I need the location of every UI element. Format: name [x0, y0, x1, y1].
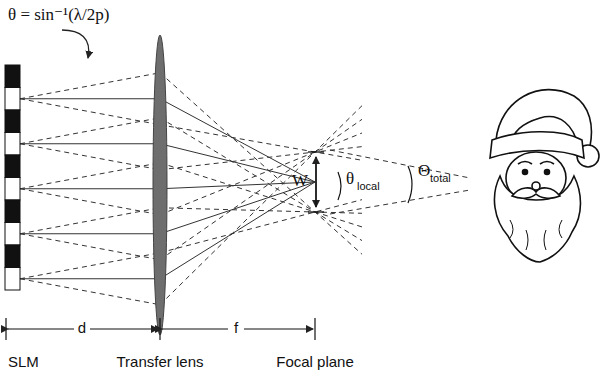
slm-pixel: [5, 245, 20, 268]
slm-pixel: [5, 200, 20, 223]
dimension-label: d: [78, 320, 86, 337]
santa-image: [490, 90, 599, 262]
slm-pixel: [5, 110, 20, 133]
light-ray: [160, 182, 315, 279]
light-ray: [160, 163, 362, 227]
light-ray: [20, 99, 160, 125]
light-ray: [20, 73, 160, 99]
light-ray: [20, 208, 160, 234]
slm-pixel: [5, 133, 20, 156]
light-ray: [20, 163, 160, 189]
light-ray: [20, 144, 160, 170]
light-ray: [160, 133, 362, 215]
pointer-arrow: [62, 30, 89, 58]
slm-panel: [5, 65, 20, 290]
light-ray: [20, 189, 160, 215]
light-ray: [20, 278, 160, 279]
light-ray: [20, 118, 160, 144]
slm-pixel: [5, 155, 20, 178]
angle-arc: [338, 172, 341, 200]
part-name: SLM: [8, 354, 39, 371]
light-ray: [160, 99, 315, 182]
light-ray: [160, 106, 362, 305]
total-angle-line: [330, 190, 470, 214]
part-name: Focal plane: [276, 354, 354, 371]
light-ray: [20, 188, 160, 189]
light-ray: [160, 182, 315, 234]
slm-pixel: [5, 178, 20, 201]
transfer-lens: [153, 35, 167, 335]
angle-arc: [408, 166, 412, 203]
slm-pixel: [5, 223, 20, 246]
dimension-lines: [6, 318, 315, 340]
light-ray: [160, 208, 362, 214]
light-ray: [20, 143, 160, 144]
dimension-label: f: [234, 320, 238, 337]
slm-pixel: [5, 268, 20, 291]
formula-label: θ = sin⁻¹(λ/2p): [8, 6, 109, 25]
width-arrow: [315, 157, 316, 207]
light-ray: [160, 125, 362, 161]
light-ray: [20, 253, 160, 279]
angle-symbol: θ: [346, 170, 354, 189]
light-ray: [160, 118, 362, 241]
angle-subscript: local: [357, 180, 380, 192]
part-name: Transfer lens: [117, 354, 204, 371]
light-ray: [20, 98, 160, 99]
angle-symbol: Θ: [418, 162, 430, 181]
width-tick: [308, 211, 324, 212]
light-ray: [160, 200, 362, 253]
light-ray: [160, 119, 362, 259]
light-ray: [160, 144, 315, 182]
light-ray: [20, 234, 160, 260]
light-ray: [20, 279, 160, 305]
width-arrow: [315, 157, 316, 207]
light-ray: [20, 233, 160, 234]
width-label: W: [292, 172, 308, 191]
light-ray: [160, 73, 362, 254]
width-tick: [308, 151, 324, 152]
angle-subscript: total: [430, 172, 451, 184]
slm-pixel: [5, 88, 20, 111]
slm-pixel: [5, 65, 20, 88]
